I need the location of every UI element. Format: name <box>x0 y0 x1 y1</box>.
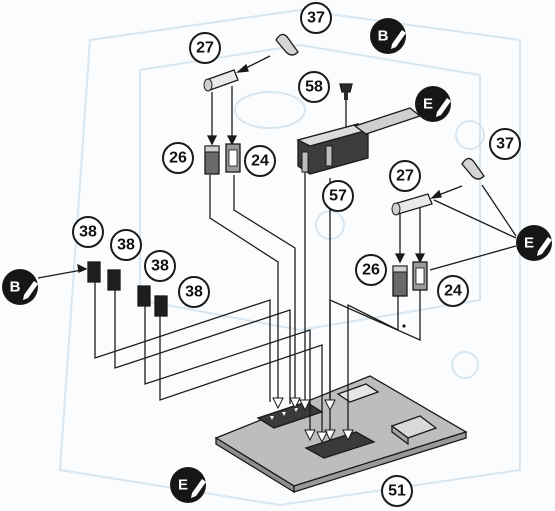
pen-icon <box>537 237 552 256</box>
callout-27-top: 27 <box>189 32 221 64</box>
badge-b-left: B <box>2 269 38 305</box>
pin-27-right <box>391 193 433 216</box>
left-connector-arrow <box>37 263 88 279</box>
insertion-arrows <box>272 397 354 444</box>
callout-24-top: 24 <box>244 145 276 177</box>
callout-38-b: 38 <box>110 229 142 261</box>
assembly-arrows <box>206 55 517 271</box>
pin-27-top <box>203 69 239 92</box>
svg-text:38: 38 <box>117 237 135 254</box>
clip-37-top <box>275 33 299 56</box>
callout-27-right: 27 <box>389 160 421 192</box>
callout-24-right: 24 <box>437 275 469 307</box>
svg-text:E: E <box>178 477 188 494</box>
pen-icon <box>391 30 406 49</box>
callout-37-right: 37 <box>489 128 521 160</box>
svg-text:37: 37 <box>307 10 325 27</box>
svg-text:26: 26 <box>362 262 380 279</box>
svg-text:B: B <box>378 28 389 45</box>
sensor-housing-57 <box>296 107 422 175</box>
connector-38-d <box>154 295 168 317</box>
pen-icon <box>436 98 451 117</box>
svg-text:51: 51 <box>388 483 406 500</box>
svg-text:38: 38 <box>185 284 203 301</box>
connector-24-right <box>412 261 428 291</box>
callout-37-top: 37 <box>300 2 332 34</box>
svg-text:38: 38 <box>151 258 169 275</box>
clip-37-right <box>461 157 485 180</box>
svg-text:27: 27 <box>196 40 214 57</box>
callout-26-top: 26 <box>162 142 194 174</box>
svg-text:37: 37 <box>496 136 514 153</box>
callout-58: 58 <box>298 71 330 103</box>
svg-text:27: 27 <box>396 168 414 185</box>
svg-text:E: E <box>524 235 534 252</box>
callout-26-right: 26 <box>355 254 387 286</box>
connector-38-b <box>107 269 121 291</box>
circuit-board <box>214 375 468 494</box>
pen-icon <box>23 281 38 300</box>
wire-harness <box>94 168 421 432</box>
callout-38-c: 38 <box>144 250 176 282</box>
connector-38-c <box>137 285 151 307</box>
svg-text:57: 57 <box>329 188 347 205</box>
svg-text:E: E <box>423 96 433 113</box>
svg-text:24: 24 <box>444 283 462 300</box>
pen-icon <box>191 479 206 498</box>
svg-text:38: 38 <box>79 224 97 241</box>
board-connector-right <box>304 431 376 459</box>
screw-58 <box>339 83 353 100</box>
board-chip <box>390 415 438 446</box>
connector-38-a <box>87 261 101 283</box>
badge-e-board: E <box>170 467 206 503</box>
callout-57: 57 <box>322 180 354 212</box>
svg-text:24: 24 <box>251 153 269 170</box>
callout-51: 51 <box>381 475 413 507</box>
badge-b-top: B <box>370 18 406 54</box>
badge-e-right: E <box>516 225 552 261</box>
svg-text:B: B <box>10 279 21 296</box>
connector-26-top <box>204 145 220 175</box>
svg-text:26: 26 <box>169 150 187 167</box>
svg-text:58: 58 <box>305 79 323 96</box>
badge-e-connector: E <box>415 86 451 122</box>
connector-26-right <box>392 265 408 297</box>
callout-38-d: 38 <box>178 276 210 308</box>
callout-38-a: 38 <box>72 216 104 248</box>
right-connector-dot <box>402 324 406 328</box>
connector-24-top <box>225 143 241 173</box>
